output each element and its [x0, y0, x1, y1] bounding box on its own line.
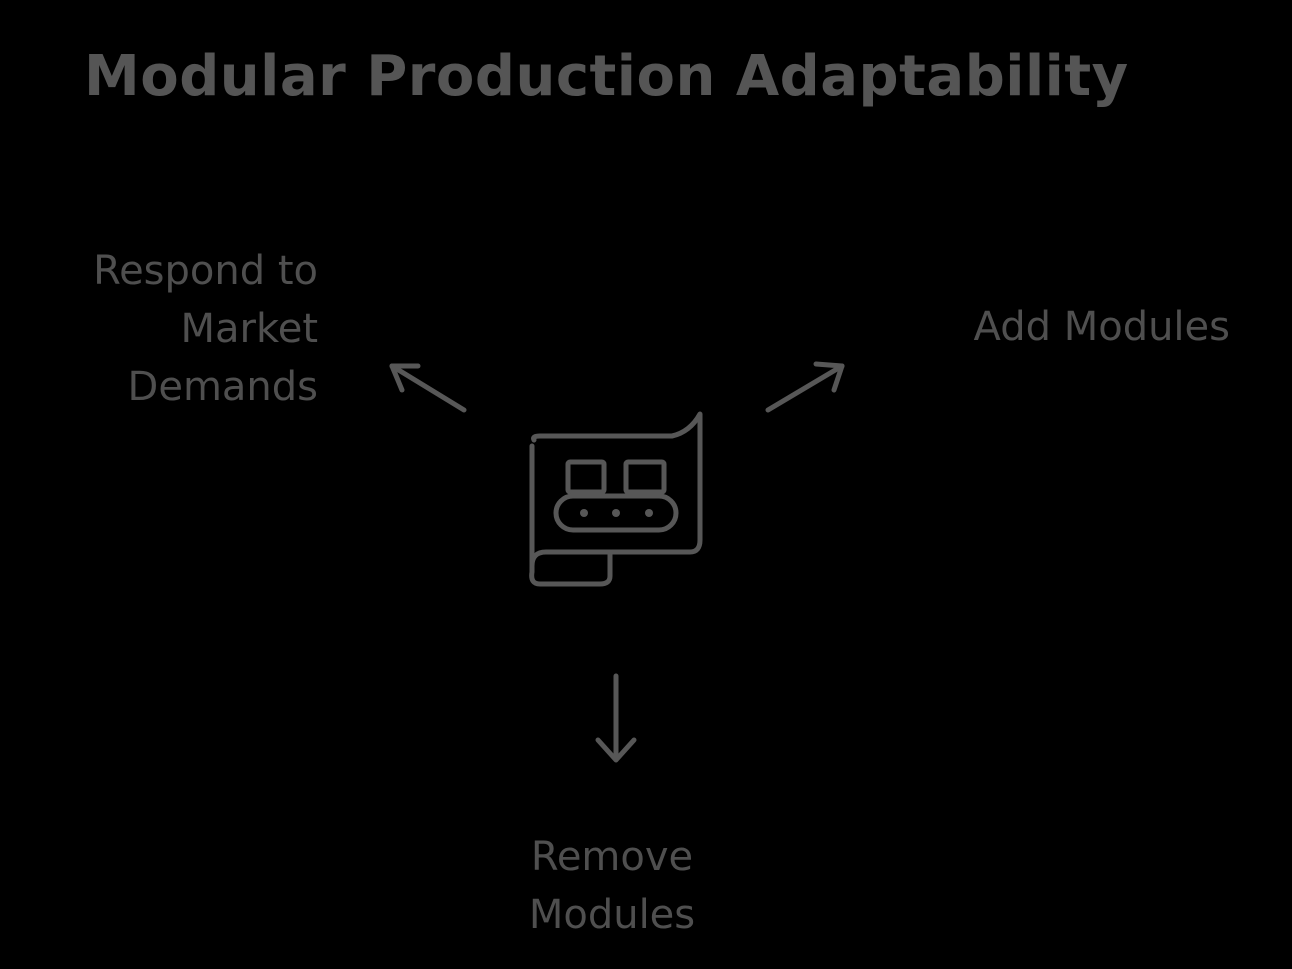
conveyor-belt-scroll-icon [529, 411, 703, 587]
diagram-title: Modular Production Adaptability [84, 44, 1129, 109]
arrow-to-respond [389, 363, 467, 413]
node-label-line: Respond to [93, 248, 318, 294]
arrow-to-remove-modules [595, 673, 637, 763]
node-add-modules: Add Modules [900, 298, 1230, 356]
arrow-to-add-modules [765, 361, 845, 413]
node-remove-modules: Remove Modules [462, 828, 762, 944]
node-label-line: Market [180, 306, 319, 352]
node-label-line: Modules [528, 892, 696, 938]
node-respond-to-market-demands: Respond to Market Demands [20, 242, 318, 416]
node-label-line: Add Modules [973, 304, 1230, 350]
node-label-line: Demands [127, 364, 318, 410]
node-label-line: Remove [530, 834, 694, 880]
